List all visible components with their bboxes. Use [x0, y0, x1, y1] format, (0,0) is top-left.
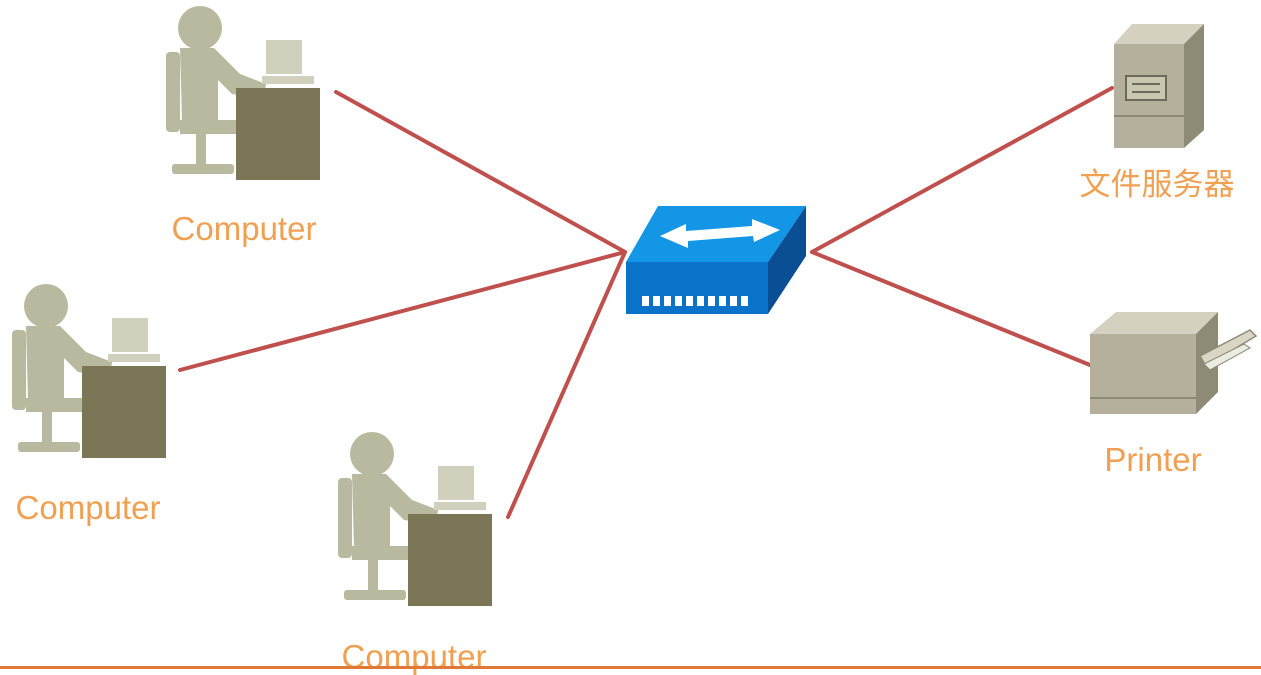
- link-computer-2-switch: [178, 250, 627, 372]
- link-switch-file-server: [810, 86, 1114, 254]
- link-switch-printer: [810, 250, 1092, 367]
- computer-2-label: Computer: [15, 489, 161, 526]
- computer-1-label: Computer: [171, 210, 317, 247]
- file-server-icon[interactable]: [1114, 24, 1204, 148]
- network-switch-icon[interactable]: [626, 206, 806, 314]
- computer-user-icon[interactable]: [338, 432, 492, 606]
- file-server-label: 文件服务器: [1079, 167, 1235, 203]
- computer-user-icon[interactable]: [166, 6, 320, 180]
- computer-user-icon[interactable]: [12, 284, 166, 458]
- link-computer-1-switch: [334, 90, 627, 254]
- printer-icon[interactable]: [1090, 312, 1258, 414]
- printer-label: Printer: [1104, 441, 1202, 478]
- links: [178, 86, 1114, 519]
- bottom-rule: [0, 666, 1261, 669]
- link-computer-3-switch: [506, 250, 627, 519]
